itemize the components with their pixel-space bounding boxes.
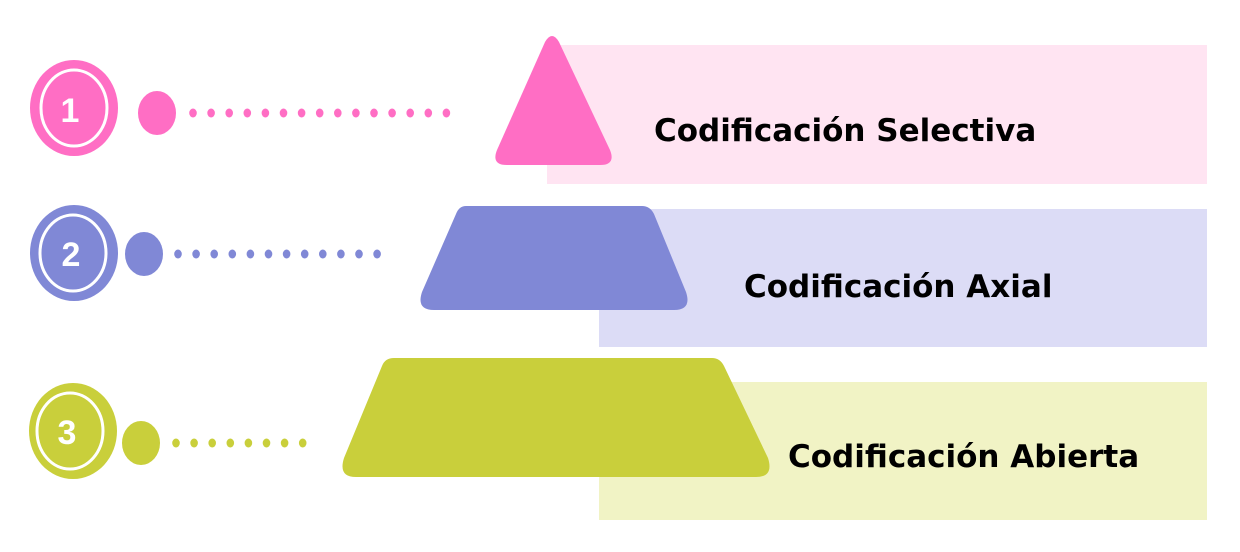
connector-dot: [370, 108, 378, 118]
connector-dot: [352, 108, 360, 118]
connector-dot: [210, 249, 218, 259]
dotted-connector-3: [172, 438, 307, 448]
level-label-2: Codificación Axial: [744, 269, 1052, 305]
connector-dot: [297, 108, 306, 118]
connector-dot: [261, 108, 270, 118]
connector-dot: [298, 438, 307, 448]
connector-dot: [319, 249, 327, 259]
connector-dot: [243, 108, 252, 118]
connector-dot: [262, 438, 271, 448]
connector-dot: [264, 249, 273, 259]
connector-dot: [406, 108, 415, 118]
panel-selectiva: [547, 45, 1207, 184]
connector-dot: [207, 108, 215, 118]
level-label-1: Codificación Selectiva: [654, 113, 1036, 149]
connector-dot: [279, 108, 288, 118]
connector-dot: [174, 249, 182, 259]
connector-dot: [424, 108, 433, 118]
connector-dot: [442, 108, 451, 118]
connector-dot: [355, 249, 363, 259]
badge-number-3: 3: [58, 414, 77, 452]
connector-dot: [337, 249, 345, 259]
badge-number-1: 1: [61, 92, 80, 130]
connector-dot: [373, 249, 381, 259]
pyramid-top-triangle: [495, 36, 612, 165]
connector-dot: [172, 438, 180, 448]
connector-dot: [244, 438, 253, 448]
connector-dot: [192, 249, 200, 259]
connector-dot: [300, 249, 309, 259]
number-badge-3: 3: [29, 383, 117, 479]
pyramid-bottom-trapezoid: [342, 358, 770, 477]
connector-dot: [225, 108, 233, 118]
dotted-connector-2: [174, 249, 381, 259]
connector-dot: [246, 249, 255, 259]
dotted-connector-1: [189, 108, 451, 118]
connector-dot: [315, 108, 324, 118]
connector-node-3: [122, 421, 160, 465]
connector-dot: [334, 108, 342, 118]
connector-dot: [388, 108, 396, 118]
connector-dot: [208, 438, 216, 448]
connector-dot: [189, 108, 197, 118]
connector-node-1: [138, 91, 176, 135]
number-badge-1: 1: [30, 60, 118, 156]
level-label-3: Codificación Abierta: [788, 439, 1139, 475]
panel-axial: [599, 209, 1207, 347]
number-badge-2: 2: [30, 205, 118, 301]
connector-dot: [226, 438, 235, 448]
connector-dot: [280, 438, 289, 448]
connector-dot: [228, 249, 237, 259]
pyramid-middle-trapezoid: [420, 206, 688, 310]
connector-dot: [190, 438, 198, 448]
connector-node-2: [125, 232, 163, 276]
badge-number-2: 2: [62, 236, 81, 274]
connector-dot: [282, 249, 291, 259]
